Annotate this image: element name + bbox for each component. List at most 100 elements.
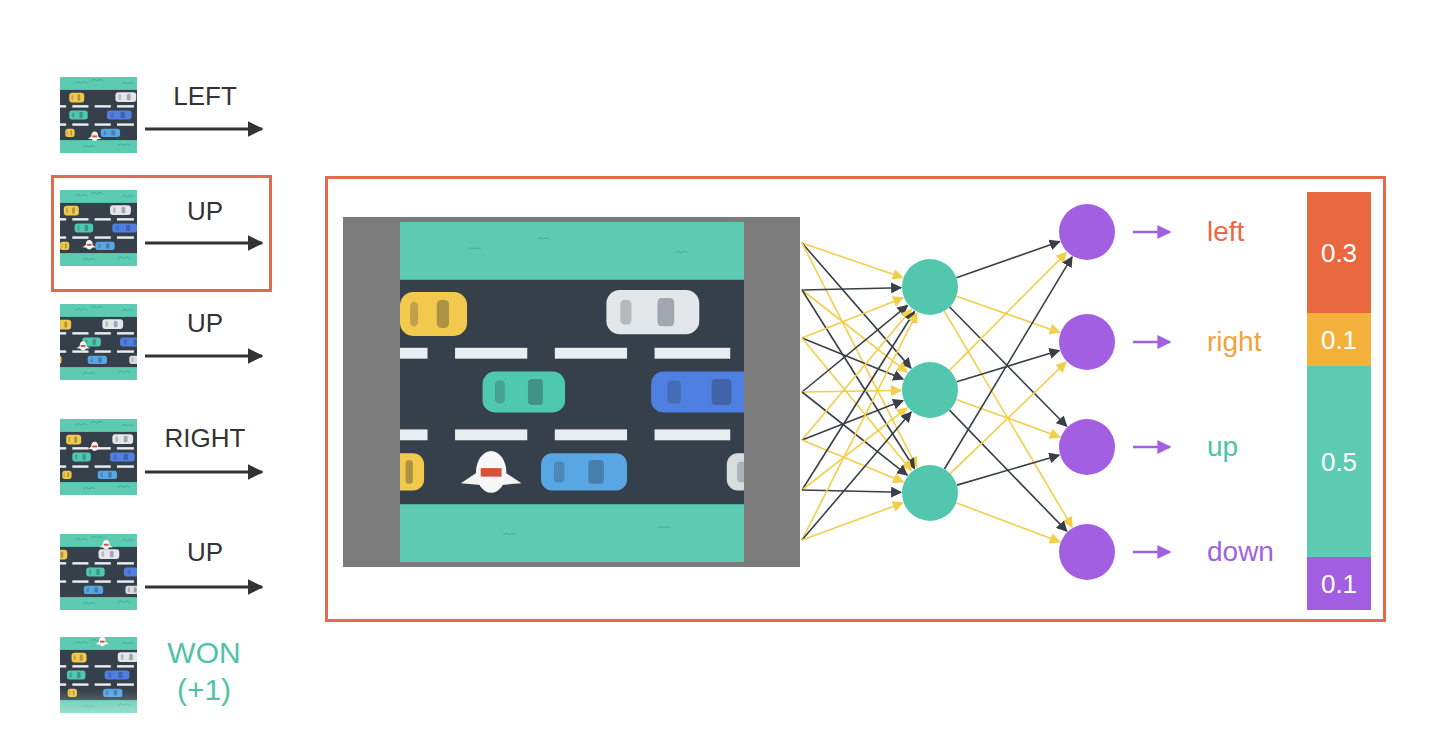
grass-tuft (75, 539, 87, 541)
car (105, 670, 130, 679)
action-arrow (145, 471, 262, 474)
lane-dash (117, 105, 134, 107)
grass-tuft (91, 79, 103, 81)
network-link (802, 243, 917, 467)
output-neuron (1059, 314, 1115, 370)
lane-dash (60, 236, 66, 238)
grass-tuft (91, 192, 103, 194)
network-link (802, 440, 903, 482)
car-window (119, 94, 121, 100)
network-link (802, 490, 901, 492)
lane-dash (95, 123, 111, 125)
car (101, 129, 120, 137)
lane-dash (72, 447, 88, 449)
car (541, 453, 627, 490)
car (69, 110, 87, 119)
car-window (668, 381, 681, 404)
lane-dash (117, 447, 134, 449)
chicken-mark (92, 135, 97, 137)
hidden-neuron (902, 465, 958, 521)
car-window (124, 454, 128, 460)
network-link (802, 338, 903, 379)
car-window (71, 95, 73, 100)
action-arrow (145, 242, 262, 245)
lane-dash (95, 332, 111, 334)
output-neuron (1059, 204, 1115, 260)
lane-dash (60, 665, 66, 667)
lane-dash (72, 665, 88, 667)
grass-tuft (122, 309, 134, 311)
grass-tuft (75, 82, 87, 84)
lane-dash (117, 665, 134, 667)
lane-dash (117, 123, 134, 125)
car-window (101, 473, 103, 478)
output-arrow (1133, 446, 1170, 449)
car (72, 452, 90, 461)
network-link (802, 412, 911, 540)
car (651, 372, 744, 413)
grass-tuft (503, 533, 515, 535)
grass-tuft (118, 601, 130, 603)
car (125, 586, 137, 594)
car (75, 223, 93, 232)
car (72, 653, 87, 663)
car-window (96, 569, 99, 575)
lane-dash (72, 332, 88, 334)
lane-dash (95, 236, 111, 238)
grass-tuft (83, 602, 95, 604)
car-window (75, 454, 77, 459)
grass (60, 190, 137, 266)
probability-bar: 0.1 (1307, 557, 1371, 610)
output-label: up (1207, 431, 1238, 462)
car-window (114, 321, 118, 327)
car (110, 452, 135, 461)
network-link (956, 242, 1059, 278)
car (64, 206, 79, 216)
car-window (588, 460, 603, 484)
game-scene (400, 222, 744, 562)
grass-tuft (75, 195, 87, 197)
lane-dash (72, 236, 88, 238)
car-window (70, 130, 72, 135)
car (115, 92, 136, 102)
reward-label: WON (+1) (158, 634, 250, 708)
network-link (957, 350, 1059, 381)
car (124, 567, 137, 576)
car-window (126, 225, 130, 231)
chicken-body (86, 240, 93, 249)
car (110, 205, 131, 215)
lane-dash (117, 580, 134, 582)
lane-dash (117, 218, 134, 220)
chicken-body (91, 132, 98, 141)
lane-dash (60, 683, 66, 685)
car-window (410, 302, 418, 327)
network-link (957, 455, 1059, 485)
grass-tuft (75, 424, 87, 426)
car-window (77, 94, 80, 100)
car-window (124, 436, 128, 442)
lane-dash (400, 429, 428, 440)
grass-tuft (122, 642, 134, 644)
car-window (67, 131, 68, 136)
car-window (98, 244, 100, 249)
lane-dash (655, 429, 731, 440)
car-window (110, 551, 114, 557)
text-holder: left (1207, 214, 1297, 250)
output-arrow (1133, 551, 1170, 554)
text-holder: down (1207, 534, 1297, 570)
car-window (554, 461, 564, 482)
car-window (92, 339, 95, 345)
car-window (102, 551, 104, 557)
grass-tuft (83, 487, 95, 489)
probability-value: 0.3 (1321, 238, 1357, 268)
lane-dash (95, 665, 111, 667)
car-window (72, 112, 74, 117)
grass-tuft (122, 539, 134, 541)
text-holder: WON (+1) (142, 634, 266, 708)
car-window (87, 588, 89, 593)
lane-dash (117, 332, 134, 334)
network-link (950, 253, 1067, 371)
car (86, 567, 104, 576)
output-label: left (1207, 216, 1244, 247)
